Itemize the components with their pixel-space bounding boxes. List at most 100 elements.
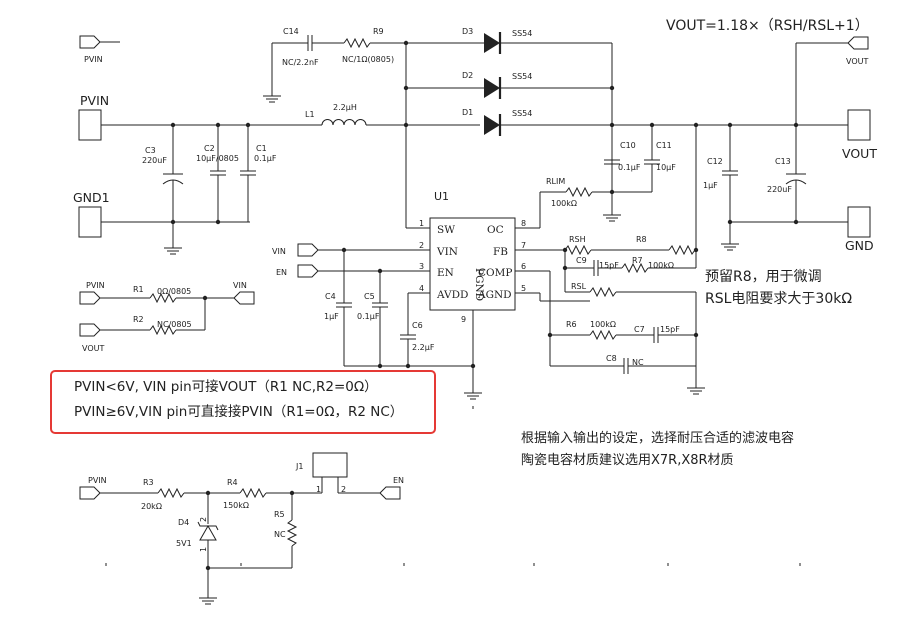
c14-ref: C14 [283,27,299,36]
resistor-rlim: RLIM 100kΩ [546,177,612,208]
r4-val: 150kΩ [223,501,249,510]
c6-val: 2.2μF [412,343,435,352]
port-r1-vin: VIN [233,281,255,305]
c4-val: 1μF [324,312,339,321]
u1-pin3-name: EN [437,267,454,279]
resistor-r5: R5 NC [274,493,298,568]
connector-gnd: GND [845,206,874,253]
resistor-r6: R6 100kΩ [566,320,617,341]
zener-d4: D4 5V1 2 1 [176,493,219,590]
port-r2-vout: VOUT [79,323,104,353]
d4-ref: D4 [178,518,189,527]
u1-pin1-num: 1 [419,219,424,228]
u1-pin6-name: COMP [478,267,512,279]
u1-pin6-num: 6 [521,262,526,271]
c10-val: 0.1μF [618,163,641,172]
c10-ref: C10 [620,141,636,150]
u1-pin9-num: 9 [461,315,466,324]
port-pvin-top-label: PVIN [84,55,103,64]
port-vin-label: VIN [272,247,286,256]
c2-ref: C2 [204,144,215,153]
bot-en-label: EN [393,476,404,485]
c1-ref: C1 [256,144,267,153]
r9-ref: R9 [373,27,384,36]
c6-ref: C6 [412,321,423,330]
u1-pin5-name: AGND [477,289,512,301]
note-caps-line2: 陶瓷电容材质建议选用X7R,X8R材质 [521,453,734,468]
resistor-r7: R7 100kΩ [621,256,674,274]
diode-d1: D1 SS54 [462,108,532,136]
c7-val: 15pF [660,325,680,334]
d2-ref: D2 [462,71,473,80]
u1-ref: U1 [434,190,449,203]
c9-val: 15pF [599,261,619,270]
port-en-label: EN [276,268,287,277]
c11-ref: C11 [656,141,672,150]
corner-marks [105,406,801,566]
cap-c11: C11 10μF [612,125,676,193]
l1-ref: L1 [305,110,315,119]
u1-pin3-num: 3 [419,262,424,271]
port-vout-top: VOUT [795,36,869,125]
c13-ref: C13 [775,157,791,166]
c12-val: 1μF [703,181,718,190]
r1-pvin-label: PVIN [86,281,105,290]
cap-c2: C2 10μF/0805 [196,125,239,222]
resistor-r2: R2 NC/0805 [133,315,192,336]
ic-u1: U1 SW 1 VIN 2 EN 3 AVDD 4 OC 8 FB 7 COMP… [419,190,526,324]
c5-val: 0.1μF [357,312,380,321]
c2-val: 10μF/0805 [196,154,239,163]
r1-val: 0Ω/0805 [157,287,191,296]
j1-ref: J1 [295,462,303,471]
resistor-r3: R3 20kΩ [141,478,185,511]
c3-val: 220uF [142,156,167,165]
vin-note-line2: PVIN≥6V,VIN pin可直接接PVIN（R1=0Ω，R2 NC） [74,404,404,420]
c1-val: 0.1μF [254,154,277,163]
rsl-ref: RSL [571,282,587,291]
connector-vout-label: VOUT [842,146,877,161]
d4-val: 5V1 [176,539,192,548]
r6-val: 100kΩ [590,320,616,329]
r8-ref: R8 [636,235,647,244]
r1-vin-label: VIN [233,281,247,290]
connector-pvin-label: PVIN [80,93,109,108]
connector-pvin: PVIN [78,93,109,141]
u1-pin4-name: AVDD [436,289,468,301]
cap-c13: C13 220uF [767,125,807,222]
u1-pin2-name: VIN [436,246,458,258]
u1-pin5-num: 5 [521,284,526,293]
r7-ref: R7 [632,256,643,265]
port-vout-top-label: VOUT [846,57,868,66]
u1-pin1-name: SW [437,224,455,236]
diode-d2: D2 SS54 [406,71,532,99]
connector-gnd-label: GND [845,238,874,253]
u1-pin2-num: 2 [419,241,424,250]
feedback-formula: VOUT=1.18×（RSH/RSL+1） [666,18,869,34]
port-bot-pvin: PVIN [79,476,107,500]
diode-d3: D3 SS54 [406,27,532,54]
c5-ref: C5 [364,292,375,301]
cap-c10: C10 0.1μF [604,141,641,172]
c12-ref: C12 [707,157,723,166]
c8-ref: C8 [606,354,617,363]
u1-pin7-num: 7 [521,241,526,250]
resistor-r9: R9 NC/1Ω(0805) [342,27,480,64]
connector-gnd1-label: GND1 [73,190,110,205]
r9-val: NC/1Ω(0805) [342,55,394,64]
j1-pin1: 1 [316,485,321,494]
c9-ref: C9 [576,256,587,265]
c11-val: 10μF [656,163,676,172]
cap-c14: C14 NC/2.2nF [262,27,344,103]
r1-ref: R1 [133,285,144,294]
connector-vout: VOUT [842,109,877,161]
resistor-r4: R4 150kΩ [223,478,267,510]
note-r8-line2: RSL电阻要求大于30kΩ [705,291,853,307]
bot-pvin-label: PVIN [88,476,107,485]
c8-val: NC [632,358,644,367]
cap-c8: C8 NC [606,354,644,374]
c4-ref: C4 [325,292,336,301]
svg-text:2: 2 [199,517,208,522]
c14-val: NC/2.2nF [282,58,319,67]
resistor-rsl: RSL [571,282,617,298]
